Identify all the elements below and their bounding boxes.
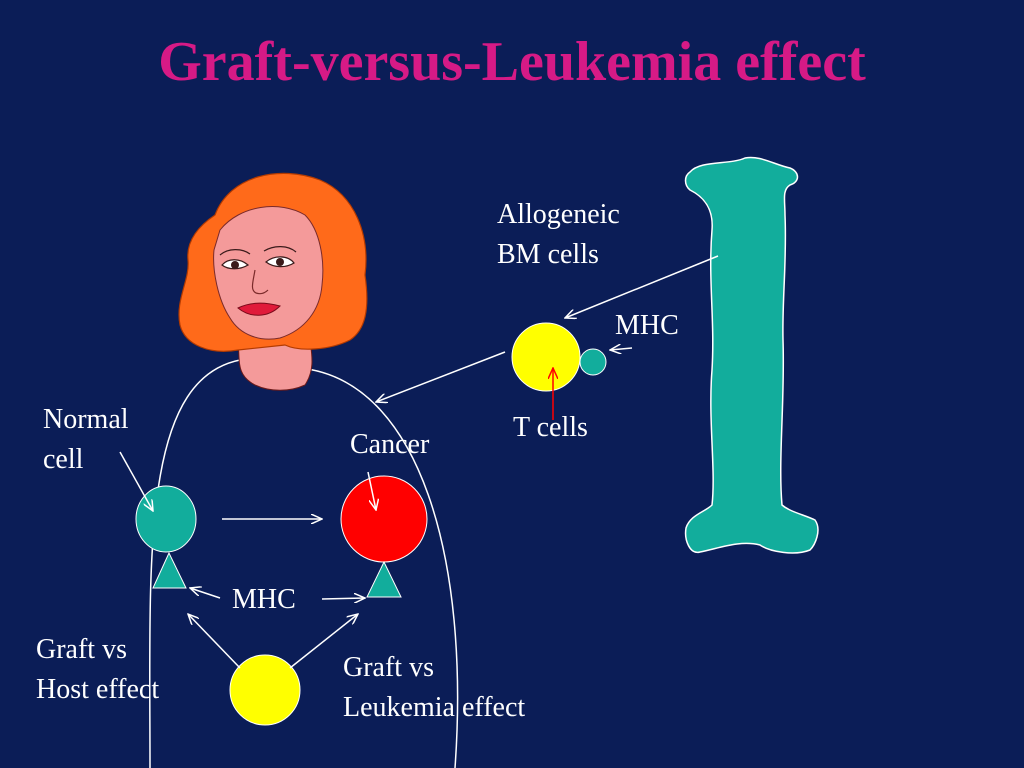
arrow-tcell-to-normal — [188, 614, 241, 669]
arrow-tcell-to-woman — [376, 351, 506, 402]
gvl-label-line1: Graft vs — [343, 652, 434, 683]
t-cell-top — [511, 322, 581, 392]
allogeneic-label-line1: Allogeneic — [497, 199, 620, 230]
mouth — [237, 302, 281, 316]
nose — [251, 269, 269, 295]
arrows — [119, 255, 719, 669]
gvh-label-line1: Graft vs — [36, 634, 127, 665]
arrow-mhc-label — [610, 348, 633, 350]
cancer-label: Cancer — [350, 429, 430, 460]
cancer-cell — [340, 475, 428, 563]
page-title: Graft-versus-Leukemia effect — [158, 31, 866, 93]
face — [213, 206, 324, 340]
mhc-small-circle — [579, 348, 607, 376]
normal-cell-label-line1: Normal — [43, 404, 129, 435]
bone-illustration — [684, 156, 819, 554]
arrow-mhc-right — [321, 598, 365, 599]
normal-cell-label-line2: cell — [43, 444, 84, 475]
cancer-cell-mhc-triangle — [366, 560, 402, 598]
mhc-bottom-label: MHC — [232, 584, 296, 615]
t-cell-bottom — [229, 654, 301, 726]
t-cells-label: T cells — [513, 412, 588, 443]
arrow-mhc-left — [190, 588, 221, 599]
mhc-top-label: MHC — [615, 310, 679, 341]
gvl-label-line2: Leukemia effect — [343, 692, 526, 723]
arrow-tcell-to-cancer — [289, 614, 358, 669]
gvh-label-line2: Host effect — [36, 674, 160, 705]
arrow-normal-label — [119, 451, 153, 511]
arrow-cancer-label — [367, 471, 376, 510]
allogeneic-label-line2: BM cells — [497, 239, 599, 270]
normal-cell-mhc-triangle — [152, 551, 187, 589]
neck — [237, 339, 313, 391]
eyes — [219, 246, 297, 270]
arrow-bone-to-tcell — [565, 255, 719, 318]
